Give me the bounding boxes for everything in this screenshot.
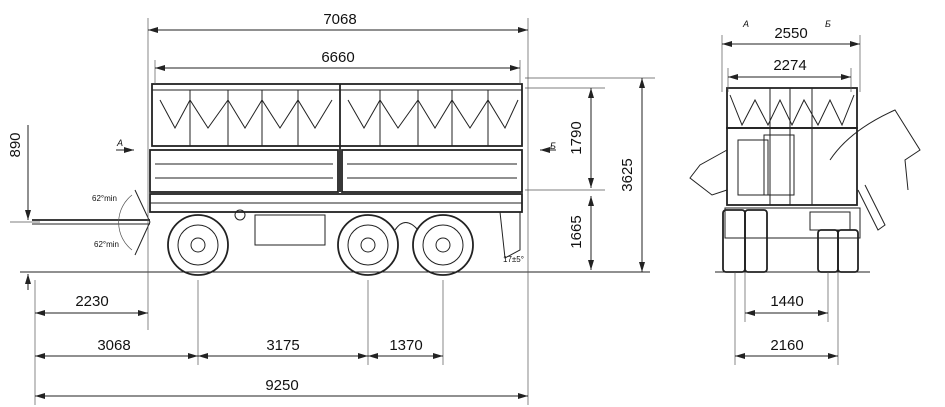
dim-7068: 7068 <box>323 11 356 28</box>
dim-9250: 9250 <box>265 377 298 394</box>
dim-2160: 2160 <box>770 337 803 354</box>
dim-890: 890 <box>7 132 24 157</box>
section-mark-a: А <box>116 138 123 148</box>
drawbar <box>32 189 151 256</box>
angle-label-down: 62°min <box>94 240 119 249</box>
dim-1440: 1440 <box>770 293 803 310</box>
angle-label-rear: 17±5° <box>503 255 524 264</box>
wheel <box>412 214 474 276</box>
wheel <box>167 214 229 276</box>
section-mark-b: Б <box>550 141 556 151</box>
wheel <box>722 209 746 273</box>
side-view: 62°min 62°min 17±5° А Б 7068 6660 3625 1… <box>7 11 655 405</box>
tarp-rope <box>729 94 855 127</box>
dim-6660: 6660 <box>321 49 354 66</box>
wheel <box>337 214 399 276</box>
dim-2550: 2550 <box>774 25 807 42</box>
dim-3625: 3625 <box>619 158 636 191</box>
cover-stakes <box>189 90 489 146</box>
tarp-rope <box>347 99 519 130</box>
angle-label-up: 62°min <box>92 194 117 203</box>
wheel <box>837 229 859 273</box>
dim-2230: 2230 <box>75 293 108 310</box>
section-mark-a: А <box>742 19 749 29</box>
section-mark-b: Б <box>825 19 831 29</box>
wheel <box>744 209 768 273</box>
tarp-rope <box>159 99 333 130</box>
dim-1790: 1790 <box>568 121 585 154</box>
dim-3068: 3068 <box>97 337 130 354</box>
dim-3175: 3175 <box>266 337 299 354</box>
dim-1370: 1370 <box>389 337 422 354</box>
wheel <box>817 229 839 273</box>
dim-2274: 2274 <box>773 57 806 74</box>
front-view: А Б 2550 2274 1440 2160 <box>689 19 921 365</box>
dim-1665: 1665 <box>568 215 585 248</box>
